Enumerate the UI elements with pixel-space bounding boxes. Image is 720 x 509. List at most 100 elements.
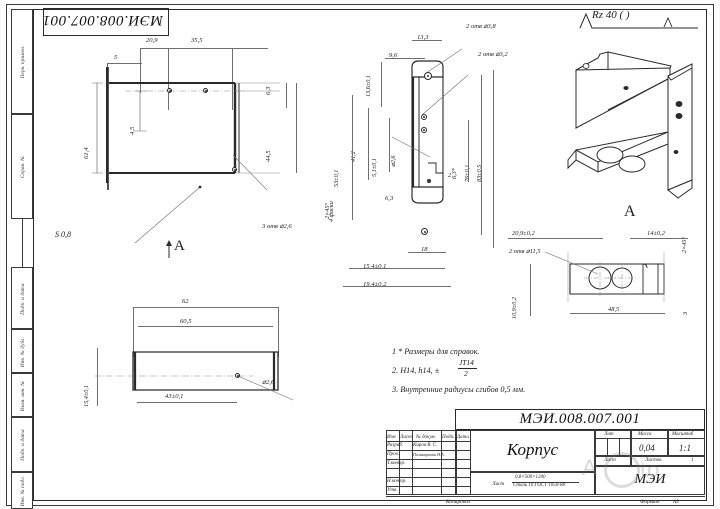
bottom-dim-62: 62 — [182, 298, 189, 305]
title-block-part-name: Корпус — [506, 440, 559, 459]
title-block-material-line2: Сталь 10 ГОСТ 1050-88 — [513, 483, 565, 488]
format-label: Формат — [640, 499, 660, 505]
side-ext-136 — [381, 62, 382, 107]
side-dim-133: 13,3 — [417, 34, 429, 41]
side-label-inv-dubl: Инв. № дубл. — [20, 336, 26, 368]
surface-finish-symbol — [579, 12, 698, 29]
side-ext-83 — [493, 70, 494, 248]
bottom-note-26: ⌀2,6 — [262, 379, 275, 386]
isometric-view — [567, 51, 693, 199]
detail-a-dim-209: 20,9±0,2 — [512, 230, 535, 237]
side-cell-podp-data-2: Подп. и дата — [11, 417, 33, 472]
side-dim-96: 9,6 — [389, 52, 398, 59]
rev-role-2: Т.контр. — [387, 461, 406, 466]
bottom-view-outline — [95, 351, 294, 401]
rev-header-list: Лист — [400, 435, 412, 440]
front-ext-v3 — [232, 48, 233, 110]
lit-sub-2 — [619, 438, 620, 456]
detail-a-line-485 — [570, 313, 665, 314]
front-hole-2 — [203, 88, 208, 93]
rev-name-0: Киров В. С. — [413, 443, 438, 448]
watermark-left-text: A — [582, 455, 598, 480]
title-block-scale-value: 1:1 — [679, 443, 691, 453]
rev-header-data: Дата — [457, 435, 469, 440]
lit-sub-1 — [607, 438, 608, 456]
note-1: 1 * Размеры для справок. — [392, 347, 480, 356]
rev-role-0: Разраб. — [387, 443, 404, 448]
side-hole-mid-1 — [421, 114, 427, 120]
side-ext-412 — [368, 108, 369, 180]
side-label-perv-primen: Перв. примен. — [20, 45, 26, 79]
rev-header-podp: Подп. — [442, 435, 455, 440]
side-dim-194-line — [343, 286, 451, 287]
surface-finish-label: Rz 40 ( ) — [592, 9, 630, 21]
side-cell-inv-podl: Инв. № подл. — [11, 472, 33, 509]
side-dim-245: 2×45° — [324, 203, 331, 219]
rev-name-1: Поликарпова Н.А. — [413, 452, 445, 457]
rev-role-5: Утв. — [387, 488, 398, 493]
front-ext-v2 — [168, 48, 169, 110]
side-dim-63b: 6,3 — [385, 195, 394, 202]
title-block-sheets-label: Листов — [645, 458, 662, 463]
side-cell-podp-data-1: Подп. и дата — [11, 267, 33, 329]
side-dim-63star: 6,3* — [451, 168, 458, 179]
title-block-scale-label: Масштаб — [672, 432, 694, 437]
title-block-mass-label: Масса — [638, 432, 652, 437]
title-block-scale-cell — [668, 430, 705, 456]
side-dim-154: 15,4±0,1 — [363, 263, 387, 270]
title-block-material-line1: 0,8×500×1200 — [515, 475, 546, 480]
side-dim-53: 53±0,1 — [333, 169, 340, 187]
sheet-inner-frame — [33, 9, 707, 501]
rev-row-5 — [386, 477, 470, 478]
side-dim-18-line — [408, 252, 446, 253]
bottom-strip-line — [386, 496, 705, 497]
bottom-dim-605: 60,5 — [180, 318, 192, 325]
side-label-podp-data-1: Подп. и дата — [20, 283, 26, 315]
detail-a-note: 2 отв ⌀11,5 — [509, 248, 541, 255]
title-block-mass-cell — [631, 430, 668, 456]
title-block-mass-value: 0,04 — [639, 443, 655, 453]
front-view-arrow — [166, 240, 172, 258]
title-block-number-box — [455, 409, 705, 430]
side-dim-18: 18 — [421, 246, 428, 253]
rev-row-1 — [386, 441, 470, 442]
side-ext-51 — [389, 118, 390, 172]
side-cell-sprav: Справ. № — [11, 114, 33, 219]
front-dim-355: 35,5 — [191, 37, 203, 44]
side-hole-bottom — [421, 228, 428, 235]
side-ext-63star — [468, 120, 469, 182]
bottom-ext-154 — [97, 348, 98, 406]
front-dim-63: 6,3 — [265, 86, 272, 95]
front-view-letter: А — [174, 238, 185, 254]
front-right-dim-445 — [296, 83, 297, 173]
rev-col-4 — [456, 430, 457, 495]
side-dim-96-line — [385, 58, 425, 59]
rev-row-3 — [386, 459, 470, 460]
bottom-dim-154: 15,4±0,1 — [83, 385, 90, 407]
front-hole-note: 3 отв ⌀2,6 — [262, 223, 292, 230]
front-dim-209: 20,9 — [146, 37, 158, 44]
side-cell-perv-primen: Перв. примен. — [11, 9, 33, 114]
bottom-ext-right — [278, 307, 279, 357]
side-dim-51: 5,1±0,1 — [371, 158, 378, 177]
front-ext-v1 — [140, 48, 141, 93]
rev-row-4 — [386, 468, 470, 469]
front-dim-5: 5 — [114, 54, 118, 61]
title-block-org-cell — [595, 466, 705, 495]
side-ext-53 — [352, 95, 353, 220]
front-dim-45: 4,5 — [129, 126, 136, 135]
rev-header-doc: № докум. — [416, 435, 436, 440]
detail-a-dim-109: 10,9±0,2 — [511, 297, 518, 319]
rev-col-3 — [441, 430, 442, 495]
side-note-hole-38: 2 отв ⌀3,8 — [466, 23, 496, 30]
side-dim-136: 13,6±0,1 — [365, 75, 372, 97]
front-view-outline — [92, 67, 280, 244]
front-right-dim-63 — [286, 83, 287, 108]
right-header-line — [595, 438, 705, 439]
bottom-ext-left — [133, 307, 134, 357]
note-2-fraction-bar — [458, 368, 477, 369]
side-cell-vzam-inv: Взам. инв. № — [11, 373, 33, 417]
detail-a-line-14 — [630, 238, 688, 239]
bottom-dim-line-43 — [137, 402, 237, 403]
